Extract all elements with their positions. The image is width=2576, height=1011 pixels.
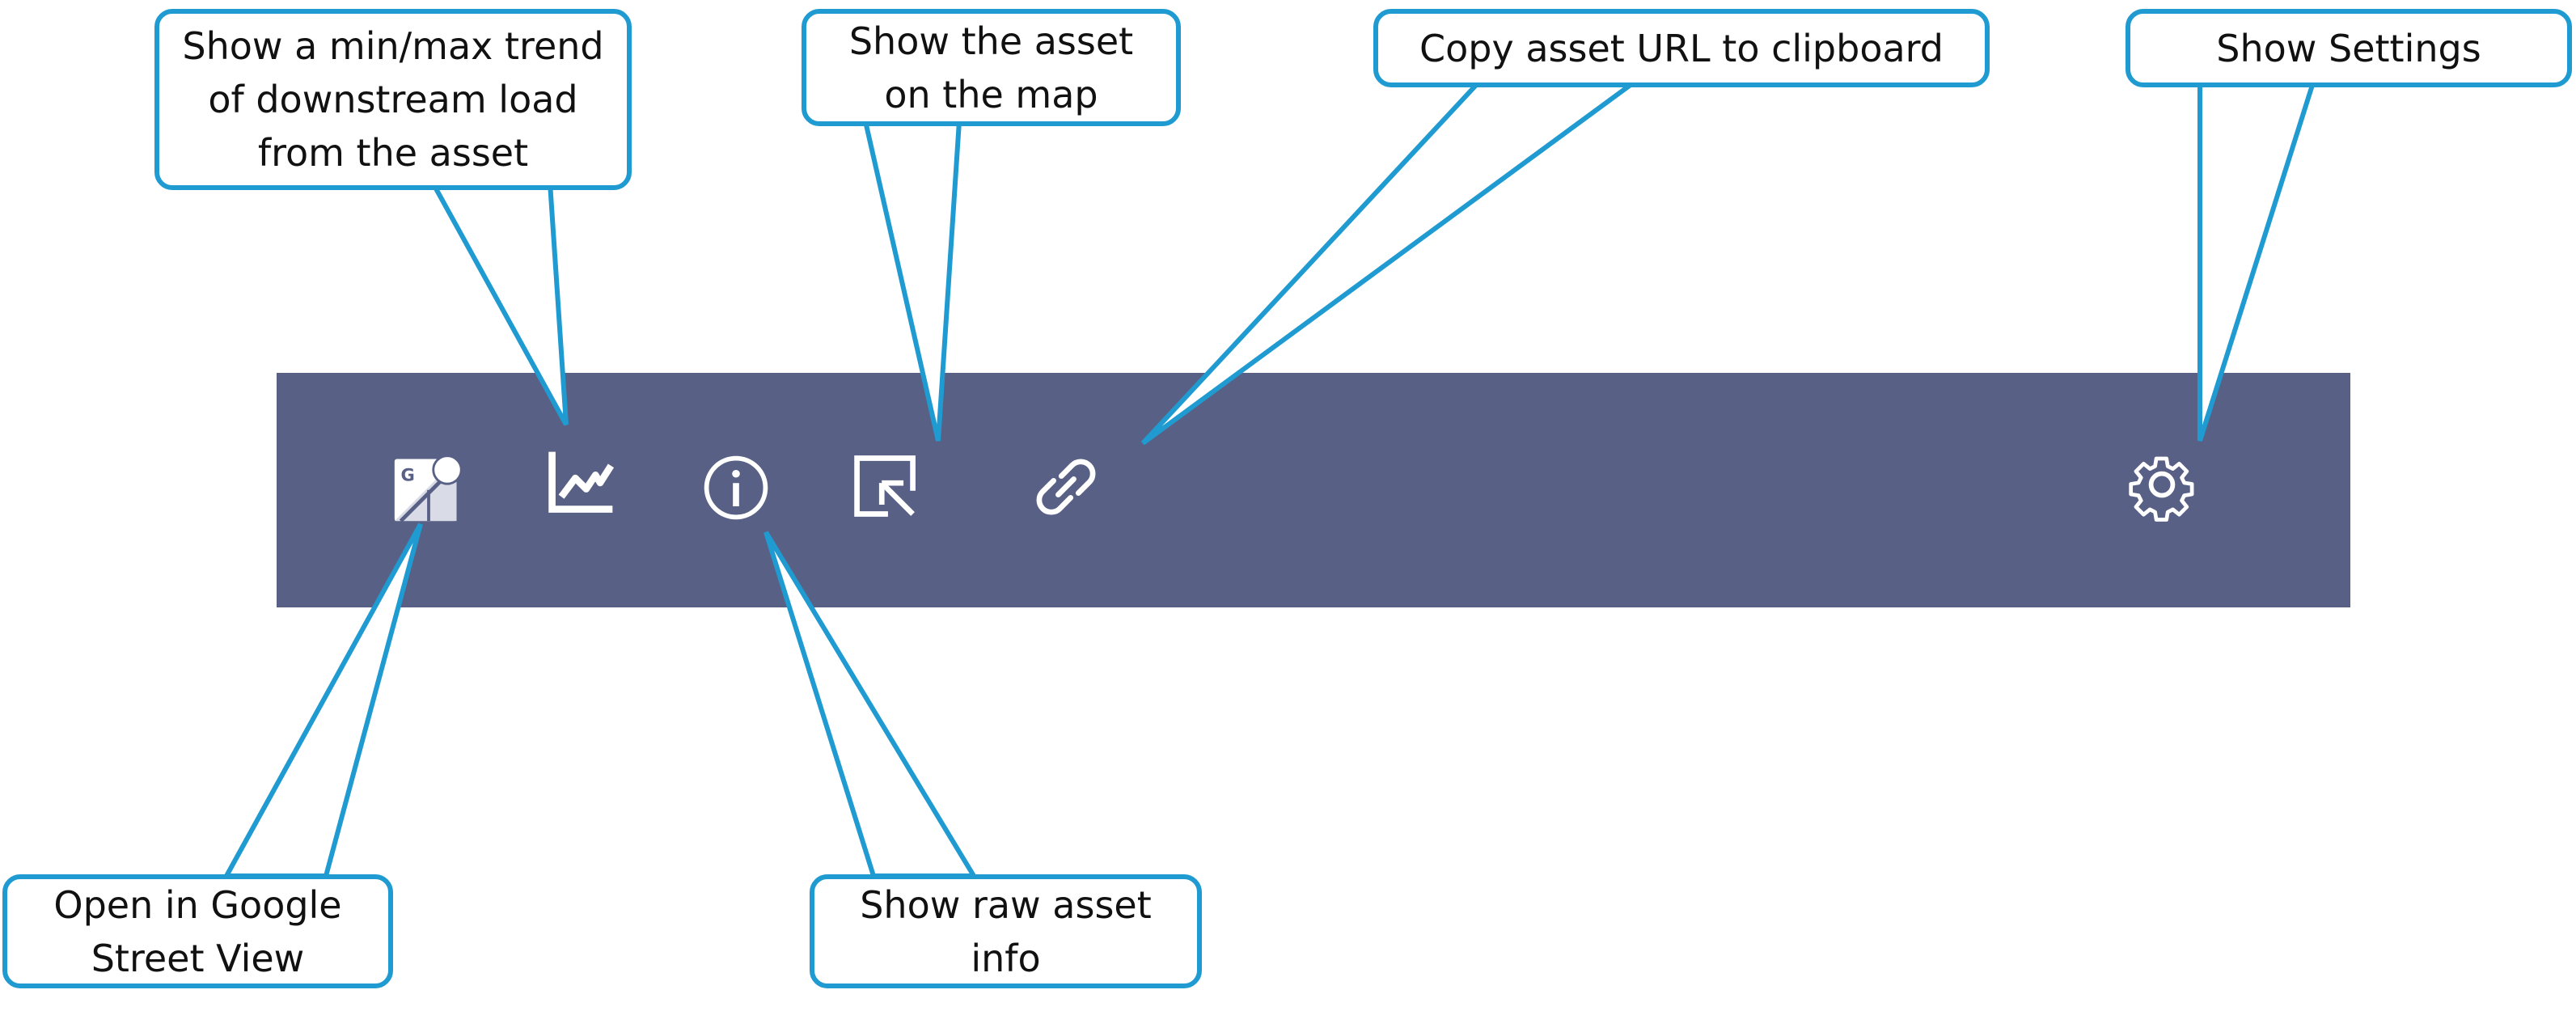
show-on-map-icon [854,455,916,517]
gear-icon [2129,456,2194,522]
trend-callout: Show a min/max trend of downstream load … [154,9,632,190]
street-view-callout: Open in Google Street View [2,874,393,988]
info-callout: Show raw asset info [810,874,1202,988]
info-callout-text: Show raw asset info [860,882,1152,980]
link-callout-text: Copy asset URL to clipboard [1419,26,1944,70]
svg-text:G: G [401,464,415,484]
map-callout: Show the asset on the map [802,9,1181,126]
trend-button[interactable] [539,439,624,523]
info-icon [704,455,768,520]
link-callout: Copy asset URL to clipboard [1373,9,1990,87]
settings-callout-text: Show Settings [2216,26,2481,70]
info-button[interactable] [694,446,778,530]
asset-toolbar: G [277,373,2350,607]
map-callout-text: Show the asset on the map [848,19,1134,116]
google-street-view-icon: G [394,455,463,522]
show-on-map-button[interactable] [844,444,928,528]
trend-callout-text: Show a min/max trend of downstream load … [182,24,604,175]
settings-callout: Show Settings [2126,9,2572,87]
settings-button[interactable] [2120,444,2204,528]
link-icon [1036,459,1096,515]
trend-chart-icon [548,451,615,513]
street-view-callout-text: Open in Google Street View [53,882,342,980]
street-view-button[interactable]: G [387,445,471,529]
copy-link-button[interactable] [1024,445,1108,529]
